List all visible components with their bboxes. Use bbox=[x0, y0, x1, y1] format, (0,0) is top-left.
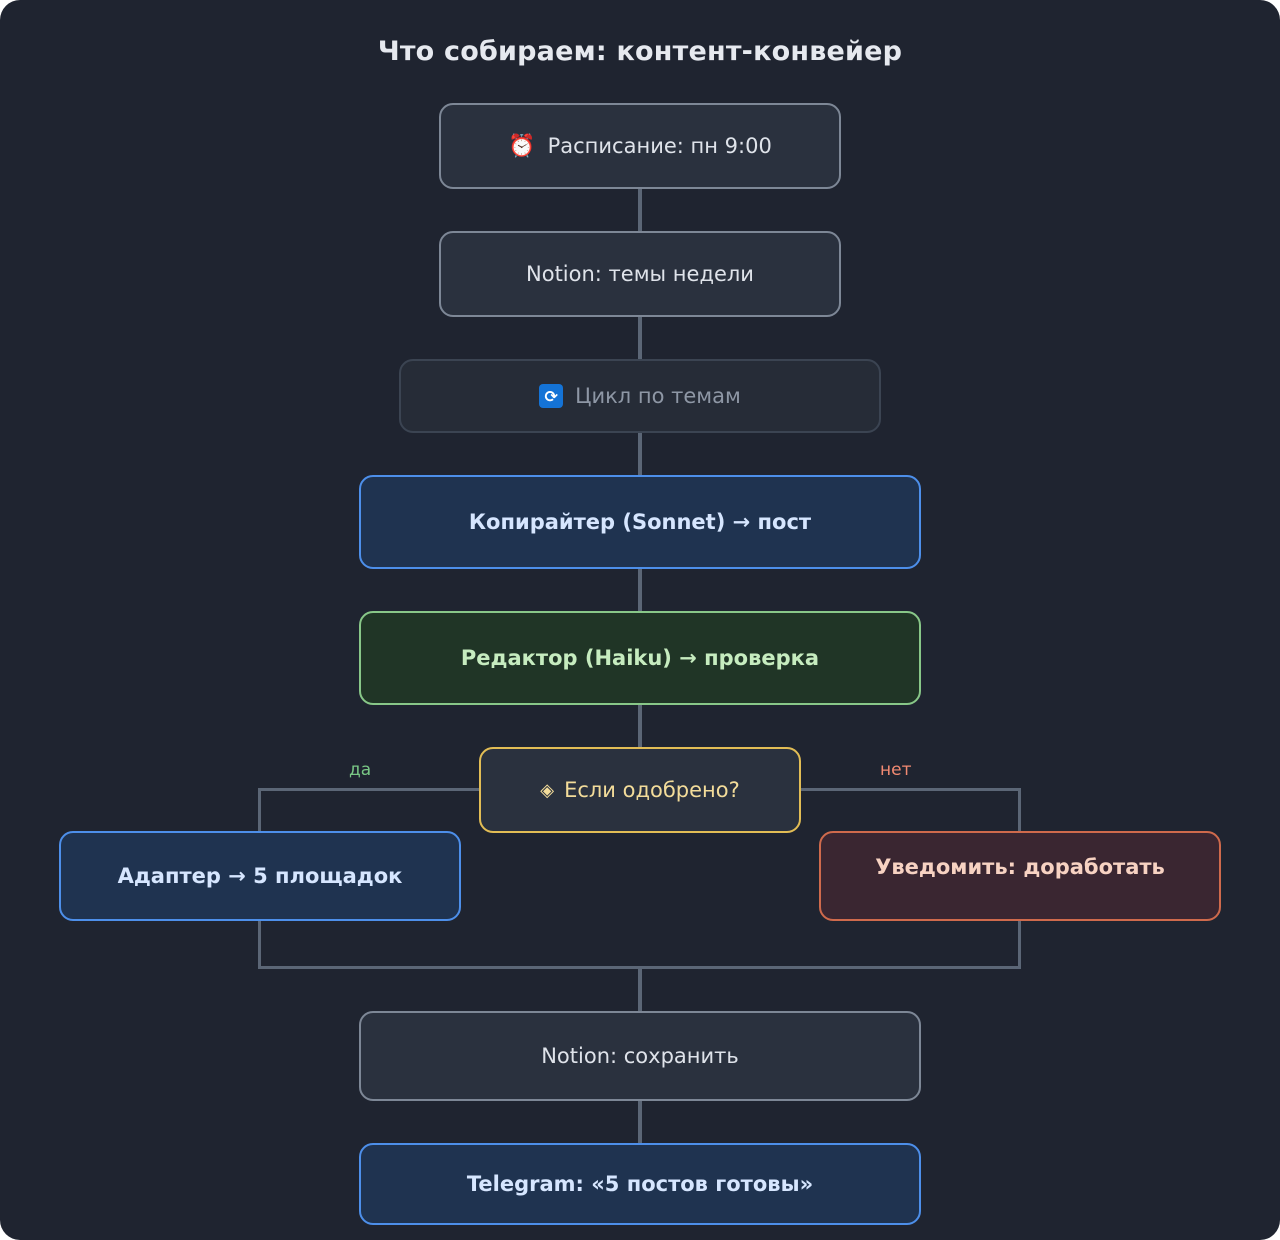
node-loop: ⟳ Цикл по темам bbox=[399, 359, 881, 433]
node-notify: Уведомить: доработать bbox=[819, 831, 1221, 921]
diamond-icon: ◈ bbox=[540, 779, 555, 801]
node-editor-label: Редактор (Haiku) → проверка bbox=[460, 646, 820, 670]
connector-condition-no-vertical bbox=[1018, 788, 1021, 832]
node-schedule-label: Расписание: пн 9:00 bbox=[547, 134, 772, 158]
node-editor: Редактор (Haiku) → проверка bbox=[359, 611, 921, 705]
node-telegram-label: Telegram: «5 постов готовы» bbox=[466, 1172, 814, 1196]
node-notion-topics-label: Notion: темы недели bbox=[526, 262, 754, 286]
node-telegram: Telegram: «5 постов готовы» bbox=[359, 1143, 921, 1225]
node-loop-label: Цикл по темам bbox=[575, 384, 741, 408]
node-notion-topics: Notion: темы недели bbox=[439, 231, 841, 317]
connector-condition-no-horizontal bbox=[800, 788, 1021, 791]
node-adapter: Адаптер → 5 площадок bbox=[59, 831, 461, 921]
connector-merge-save bbox=[638, 966, 642, 1012]
connector-condition-yes-horizontal bbox=[258, 788, 480, 791]
connector-notify-merge-vertical bbox=[1018, 920, 1021, 969]
connector-notion-loop bbox=[638, 316, 642, 360]
connector-copywriter-editor bbox=[638, 568, 642, 612]
connector-loop-copywriter bbox=[638, 432, 642, 476]
alarm-clock-icon: ⏰ bbox=[508, 133, 536, 159]
node-condition-label: Если одобрено? bbox=[564, 778, 740, 802]
node-schedule: ⏰ Расписание: пн 9:00 bbox=[439, 103, 841, 189]
connector-condition-yes-vertical bbox=[258, 788, 261, 832]
node-notion-save-label: Notion: сохранить bbox=[541, 1044, 739, 1068]
repeat-icon: ⟳ bbox=[539, 384, 564, 408]
node-condition: ◈ Если одобрено? bbox=[479, 747, 801, 833]
node-notify-label: Уведомить: доработать bbox=[875, 855, 1165, 879]
node-copywriter-label: Копирайтер (Sonnet) → пост bbox=[468, 510, 812, 534]
connector-editor-condition bbox=[638, 704, 642, 748]
connector-adapter-merge-vertical bbox=[258, 920, 261, 969]
branch-label-yes: да bbox=[349, 760, 372, 780]
node-notion-save: Notion: сохранить bbox=[359, 1011, 921, 1101]
connector-save-telegram bbox=[638, 1100, 642, 1144]
node-adapter-label: Адаптер → 5 площадок bbox=[117, 864, 403, 888]
diagram-title: Что собираем: контент-конвейер bbox=[377, 36, 903, 67]
connector-schedule-notion bbox=[638, 188, 642, 232]
branch-label-no: нет bbox=[880, 760, 912, 780]
node-copywriter: Копирайтер (Sonnet) → пост bbox=[359, 475, 921, 569]
